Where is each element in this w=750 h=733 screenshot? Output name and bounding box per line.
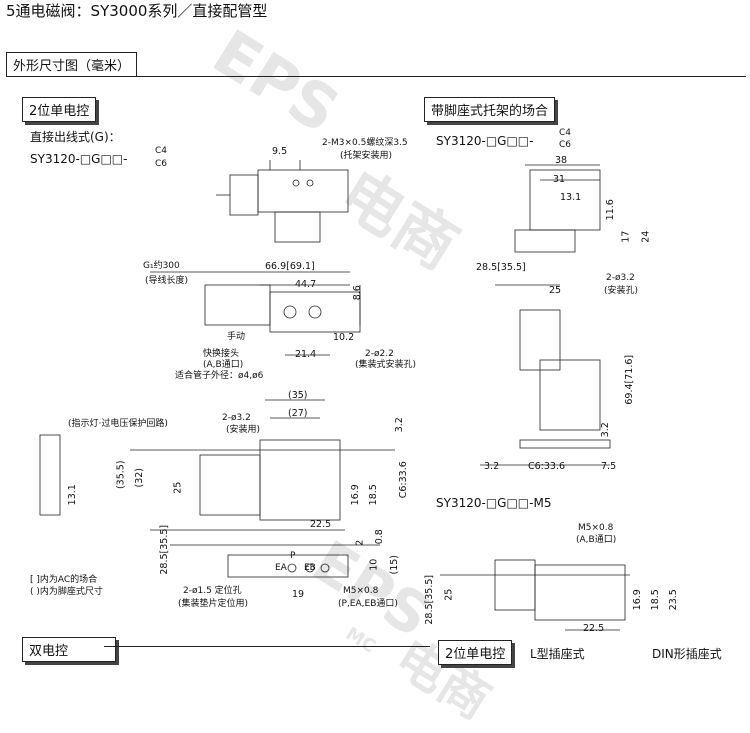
r-dim-23-5: 23.5 xyxy=(667,589,679,611)
dim-44-7: 44.7 xyxy=(295,279,317,290)
note-d22-sub: (集装式安装孔) xyxy=(355,360,417,370)
m5-coil xyxy=(494,559,536,611)
note-d32: 2-ø3.2 xyxy=(222,413,251,423)
note-manual: 手动 xyxy=(227,332,246,342)
top-body xyxy=(257,169,349,213)
r-dim-31: 31 xyxy=(553,174,566,185)
dim-35p: (35) xyxy=(288,390,308,401)
drawing-canvas xyxy=(39,160,630,631)
model-left-c6: C6 xyxy=(155,159,168,169)
note-d22: 2-ø2.2 xyxy=(365,349,394,359)
dim-32p: (32) xyxy=(134,467,146,488)
r-dim-11-6: 11.6 xyxy=(604,199,616,221)
section-single-solenoid: 2位单电控 xyxy=(22,97,97,122)
side-coil xyxy=(204,284,271,326)
connector-l-type: L型插座式 xyxy=(530,647,585,661)
bracket-body xyxy=(539,359,601,431)
r-dim-25-b: 25 xyxy=(443,588,455,601)
note-m5: M5×0.8 xyxy=(343,586,379,596)
dim-13-1: 13.1 xyxy=(66,484,78,506)
r-dim-25: 25 xyxy=(549,285,562,296)
section-bracket: 带脚座式托架的场合 xyxy=(424,97,556,122)
dim-10: 10 xyxy=(368,558,380,571)
dim-9-5: 9.5 xyxy=(272,146,288,157)
note-indicator: (指示灯·过电压保护回路) xyxy=(68,419,168,429)
divider-bottom xyxy=(104,646,430,647)
model-right-c6: C6 xyxy=(559,140,572,150)
r-note-d32-sub: (安装孔) xyxy=(604,286,639,296)
dim-8-6: 8.6 xyxy=(351,285,363,301)
model-right: SY3120-□G□□- xyxy=(436,134,534,148)
dim-15p: (15) xyxy=(389,554,401,575)
divider-top xyxy=(6,76,746,77)
dim-27p: (27) xyxy=(288,408,308,419)
top-fitting xyxy=(274,211,321,243)
port-eb: EB xyxy=(304,563,316,573)
r-dim-7-5: 7.5 xyxy=(601,461,617,472)
model-left-c4: C4 xyxy=(155,146,168,156)
front-body xyxy=(259,439,341,521)
legend-foot: ( )内为脚座式尺寸 xyxy=(30,587,103,597)
r-dim-13-1: 13.1 xyxy=(560,192,582,203)
r-dim-3-2-b: 3.2 xyxy=(484,461,500,472)
r-dim-24: 24 xyxy=(640,230,652,243)
dim-66-9: 66.9[69.1] xyxy=(265,261,315,272)
r-dim-28-5: 28.5[35.5] xyxy=(476,262,526,273)
dim-c6-33-6: C6:33.6 xyxy=(397,461,409,499)
r-dim-17: 17 xyxy=(620,230,632,243)
bracket-top xyxy=(514,229,576,253)
dim-2: 2 xyxy=(354,539,366,546)
dim-3-2-a: 3.2 xyxy=(393,417,405,433)
side-body xyxy=(269,291,361,333)
r-note-m5-sub: (A,B通口) xyxy=(576,535,617,545)
dim-16-9: 16.9 xyxy=(349,484,361,506)
note-d32-sub: (安装用) xyxy=(226,425,261,435)
dim-22-5: 22.5 xyxy=(310,519,332,530)
note-m3-sub: (托架安装用) xyxy=(340,151,393,161)
top-coil xyxy=(229,174,259,216)
grommet-label: 直接出线式(G)： xyxy=(30,130,121,144)
connector-din: DIN形插座式 xyxy=(652,647,722,661)
r-note-d32: 2-ø3.2 xyxy=(606,273,635,283)
r-dim-3-2: 3.2 xyxy=(599,422,611,438)
bottom-body xyxy=(227,554,349,578)
note-d15-sub: (集装垫片定位用) xyxy=(178,599,249,609)
front-small xyxy=(39,434,61,516)
section-single-solenoid-b: 2位单电控 xyxy=(438,640,513,665)
note-d15: 2-ø1.5 定位孔 xyxy=(183,586,242,596)
model-left: SY3120-□G□□- xyxy=(30,152,128,166)
front-coil xyxy=(199,454,261,516)
dim-19: 19 xyxy=(292,589,305,600)
model-right-c4: C4 xyxy=(559,128,572,138)
legend-ac: [ ]内为AC的场合 xyxy=(30,575,98,585)
dim-10-2: 10.2 xyxy=(333,332,355,343)
note-g1-sub: (导线长度) xyxy=(145,276,189,286)
dim-0-8: 0.8 xyxy=(373,529,385,545)
r-dim-c6: C6:33.6 xyxy=(528,461,566,472)
dim-25: 25 xyxy=(172,481,184,494)
page-title: 5通电磁阀：SY3000系列／直接配管型 xyxy=(6,2,268,20)
r-dim-38: 38 xyxy=(555,155,568,166)
r-dim-18-5: 18.5 xyxy=(649,589,661,611)
r-dim-69-4: 69.4[71.6] xyxy=(624,354,636,405)
port-p: P xyxy=(290,551,296,561)
r-note-m5: M5×0.8 xyxy=(578,523,614,533)
note-quick: 快换接头 xyxy=(203,349,240,359)
model-m5: SY3120-□G□□-M5 xyxy=(436,496,552,510)
note-m5-sub: (P,EA,EB通口) xyxy=(338,599,398,609)
note-g1: G₁约300 xyxy=(143,261,180,271)
r-dim-28-5-b: 28.5[35.5] xyxy=(424,574,436,625)
note-tube: 适合管子外径：ø4,ø6 xyxy=(175,371,264,381)
r-dim-22-5: 22.5 xyxy=(583,623,605,634)
port-ea: EA xyxy=(275,563,287,573)
dim-18-5: 18.5 xyxy=(367,484,379,506)
dim-35-5p: (35.5) xyxy=(115,460,127,490)
dim-21-4: 21.4 xyxy=(295,349,317,360)
note-m3: 2-M3×0.5螺纹深3.5 xyxy=(322,138,408,148)
note-quick-ab: (A,B通口) xyxy=(203,360,244,370)
section-double-solenoid: 双电控 xyxy=(22,637,116,662)
m5-body xyxy=(534,564,626,621)
r-dim-16-9: 16.9 xyxy=(631,589,643,611)
dim-28-5: 28.5[35.5] xyxy=(159,524,171,575)
